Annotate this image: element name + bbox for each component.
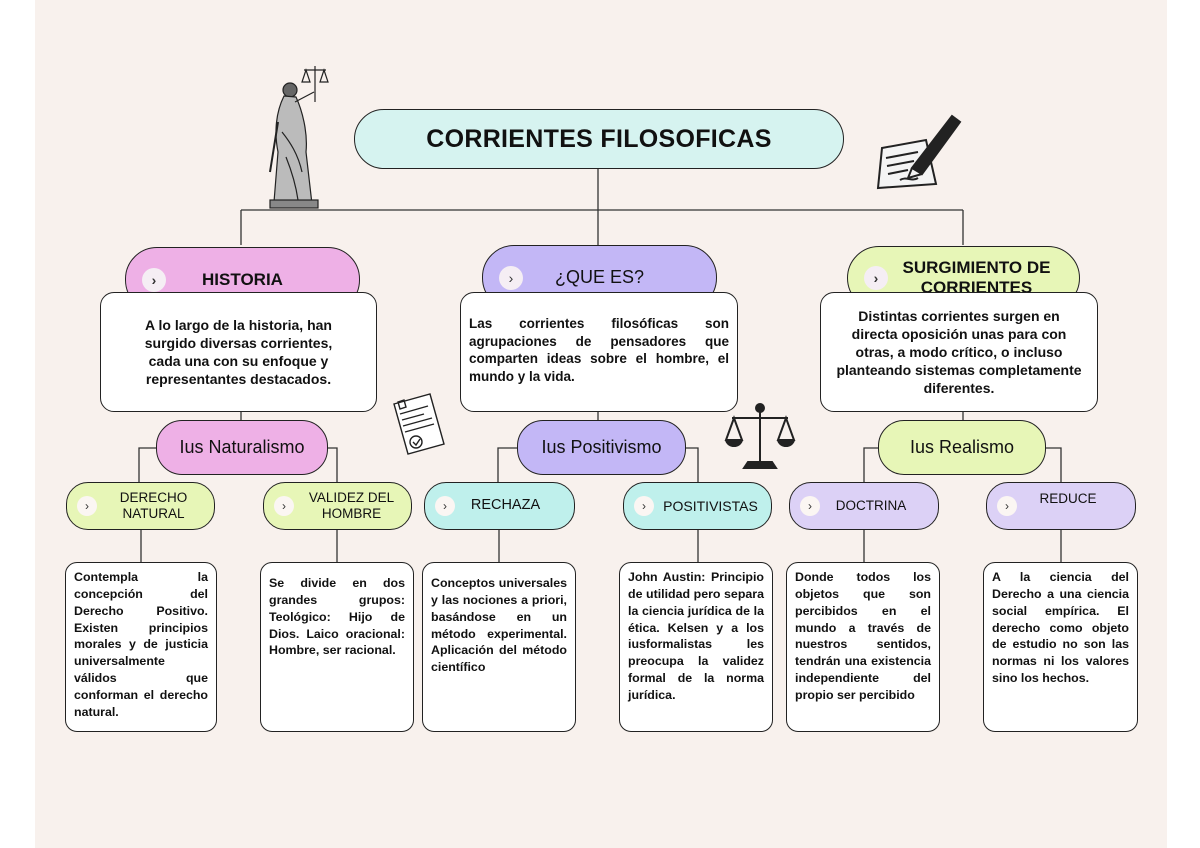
leaf-doctrina: Donde todos los objetos que son percibid… [786,562,940,732]
sub-validez-del-hombre-label: VALIDEZ DEL HOMBRE [308,489,395,521]
leaf-validez-del-hombre: Se divide en dos grandes grupos: Teológi… [260,562,414,732]
chevron-right-icon: › [997,496,1017,516]
leaf-positivistas: John Austin: Principio de utilidad pero … [619,562,773,732]
ius-naturalismo[interactable]: Ius Naturalismo [156,420,328,475]
sub-doctrina[interactable]: › DOCTRINA [789,482,939,530]
sub-validez-del-hombre[interactable]: › VALIDEZ DEL HOMBRE [263,482,412,530]
chevron-right-icon: › [77,496,97,516]
ius-realismo[interactable]: Ius Realismo [878,420,1046,475]
leaf-derecho-natural: Contempla la concepción del Derecho Posi… [65,562,217,732]
chevron-right-icon: › [435,496,455,516]
chevron-right-icon: › [274,496,294,516]
pen-document-icon [876,114,962,190]
sub-rechaza-label: RECHAZA [470,497,541,514]
sub-rechaza[interactable]: › RECHAZA [424,482,575,530]
header-que-es-label: ¿QUE ES? [554,267,645,287]
justice-statue-icon [269,66,329,209]
sub-doctrina-label: DOCTRINA [835,497,907,513]
sub-derecho-natural[interactable]: › DERECHO NATURAL [66,482,215,530]
que-es-description: Las corrientes filosóficas son agrupacio… [460,292,738,412]
ius-positivismo[interactable]: Ius Positivismo [517,420,686,475]
historia-description: A lo largo de la historia, han surgido d… [100,292,377,412]
surgimiento-description: Distintas corrientes surgen en directa o… [820,292,1098,412]
sub-positivistas[interactable]: › POSITIVISTAS [623,482,772,530]
sub-derecho-natural-label: DERECHO NATURAL [119,489,188,521]
chevron-right-icon: › [864,266,888,290]
chevron-right-icon: › [142,267,166,292]
scales-icon [724,403,796,469]
contract-document-icon [393,393,445,455]
sub-reduce-label: REDUCE [1039,490,1097,506]
chevron-right-icon: › [634,496,654,516]
main-title: CORRIENTES FILOSOFICAS [354,109,844,169]
chevron-right-icon: › [499,265,523,290]
leaf-reduce: A la ciencia del Derecho a una ciencia s… [983,562,1138,732]
chevron-right-icon: › [800,496,820,516]
header-historia-label: HISTORIA [202,269,283,289]
sub-positivistas-label: POSITIVISTAS [663,497,758,514]
leaf-rechaza: Conceptos universales y las nociones a p… [422,562,576,732]
sub-reduce[interactable]: › REDUCE [986,482,1136,530]
